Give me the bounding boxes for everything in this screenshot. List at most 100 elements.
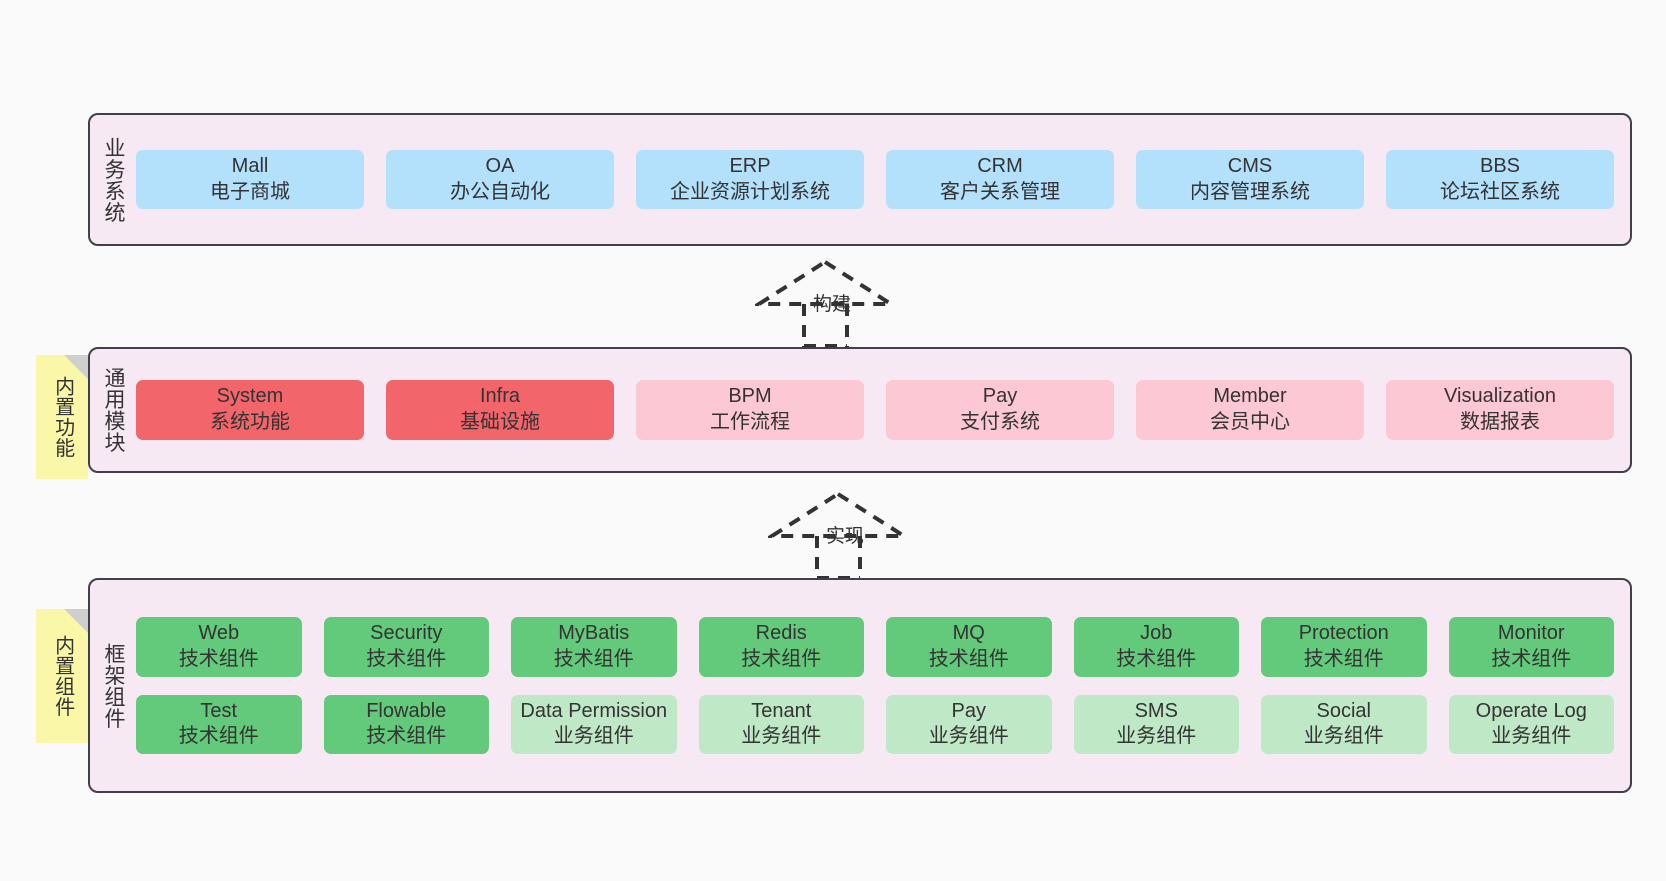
module-box-member[interactable]: Member 会员中心	[1136, 380, 1364, 440]
component-subtitle: 业务组件	[553, 725, 634, 748]
component-box-web[interactable]: Web 技术组件	[136, 617, 302, 677]
module-name: Pay	[982, 385, 1018, 408]
module-subtitle: 会员中心	[1210, 411, 1290, 433]
layer-common-modules: 通用模块 System 系统功能 Infra 基础设施 BPM 工作流程 Pay…	[88, 347, 1632, 473]
layer-row: Web 技术组件 Security 技术组件 MyBatis 技术组件 Redi…	[136, 617, 1614, 677]
module-name: System	[216, 385, 284, 408]
module-box-bpm[interactable]: BPM 工作流程	[636, 380, 864, 440]
module-box-mall[interactable]: Mall 电子商城	[136, 149, 364, 210]
component-box-protection[interactable]: Protection 技术组件	[1261, 617, 1427, 677]
component-subtitle: 技术组件	[553, 647, 634, 670]
component-name: Data Permission	[520, 699, 668, 722]
module-box-pay[interactable]: Pay 支付系统	[886, 380, 1114, 440]
component-name: Operate Log	[1475, 699, 1587, 722]
component-subtitle: 技术组件	[741, 647, 822, 670]
module-name: OA	[485, 154, 515, 177]
layer-row: System 系统功能 Infra 基础设施 BPM 工作流程 Pay 支付系统…	[136, 380, 1614, 440]
note-fold-corner-icon	[64, 355, 88, 379]
connector-build-arrow	[755, 259, 898, 348]
component-box-redis[interactable]: Redis 技术组件	[698, 617, 864, 677]
component-subtitle: 业务组件	[1491, 725, 1572, 748]
module-subtitle: 内容管理系统	[1190, 180, 1310, 203]
component-name: MyBatis	[558, 622, 630, 645]
component-name: Test	[200, 699, 238, 722]
component-box-security[interactable]: Security 技术组件	[323, 617, 489, 677]
component-subtitle: 技术组件	[928, 647, 1009, 670]
module-name: Member	[1213, 385, 1287, 408]
component-name: Web	[198, 622, 240, 645]
component-box-monitor[interactable]: Monitor 技术组件	[1448, 617, 1614, 677]
layer-body-business-systems: Mall 电子商城 OA 办公自动化 ERP 企业资源计划系统 CRM 客户关系…	[136, 115, 1630, 244]
layer-title-framework-components: 框架组件	[101, 642, 125, 729]
module-box-cms[interactable]: CMS 内容管理系统	[1136, 149, 1364, 210]
module-box-infra[interactable]: Infra 基础设施	[386, 380, 614, 440]
module-subtitle: 电子商城	[210, 180, 290, 203]
module-subtitle: 工作流程	[710, 411, 790, 433]
component-name: Redis	[755, 622, 807, 645]
layer-body-framework-components: Web 技术组件 Security 技术组件 MyBatis 技术组件 Redi…	[136, 580, 1630, 791]
component-name: Job	[1140, 622, 1173, 645]
note-label: 内置组件	[51, 635, 74, 717]
component-name: Flowable	[366, 699, 447, 722]
component-subtitle: 技术组件	[178, 647, 259, 670]
component-box-pay[interactable]: Pay 业务组件	[886, 694, 1052, 754]
component-subtitle: 技术组件	[366, 647, 447, 670]
component-subtitle: 技术组件	[1491, 647, 1572, 670]
component-box-test[interactable]: Test 技术组件	[136, 694, 302, 754]
module-box-erp[interactable]: ERP 企业资源计划系统	[636, 149, 864, 210]
module-box-system[interactable]: System 系统功能	[136, 380, 364, 440]
component-subtitle: 技术组件	[366, 725, 447, 748]
module-name: CMS	[1227, 154, 1273, 177]
component-name: Security	[370, 622, 443, 645]
component-name: SMS	[1134, 699, 1178, 722]
component-name: Monitor	[1497, 622, 1565, 645]
module-name: CRM	[977, 154, 1023, 177]
component-box-social[interactable]: Social 业务组件	[1261, 694, 1427, 754]
module-box-oa[interactable]: OA 办公自动化	[386, 149, 614, 210]
component-name: MQ	[952, 622, 985, 645]
layer-row: Mall 电子商城 OA 办公自动化 ERP 企业资源计划系统 CRM 客户关系…	[136, 149, 1614, 210]
module-subtitle: 办公自动化	[450, 180, 550, 203]
module-subtitle: 客户关系管理	[940, 180, 1060, 203]
connector-build: 构建	[755, 258, 905, 348]
module-box-bbs[interactable]: BBS 论坛社区系统	[1386, 149, 1614, 210]
module-name: Mall	[231, 154, 269, 177]
layer-framework-components: 框架组件 Web 技术组件 Security 技术组件 MyBatis 技术组件…	[88, 578, 1632, 793]
component-box-data-permission[interactable]: Data Permission 业务组件	[511, 694, 677, 754]
module-box-visualization[interactable]: Visualization 数据报表	[1386, 380, 1614, 440]
component-name: Tenant	[751, 699, 812, 722]
component-name: Social	[1316, 699, 1371, 722]
module-subtitle: 基础设施	[460, 411, 540, 433]
component-box-operate-log[interactable]: Operate Log 业务组件	[1448, 694, 1614, 754]
component-subtitle: 技术组件	[178, 725, 259, 748]
module-name: BBS	[1479, 154, 1521, 177]
component-box-flowable[interactable]: Flowable 技术组件	[323, 694, 489, 754]
component-box-mq[interactable]: MQ 技术组件	[886, 617, 1052, 677]
connector-build-label: 构建	[813, 294, 852, 315]
module-name: ERP	[729, 154, 771, 177]
component-box-tenant[interactable]: Tenant 业务组件	[698, 694, 864, 754]
component-name: Protection	[1298, 622, 1389, 645]
note-builtin-components: 内置组件	[36, 609, 88, 743]
module-name: Infra	[479, 385, 521, 408]
note-fold-corner-icon	[64, 609, 88, 633]
component-subtitle: 业务组件	[1116, 725, 1197, 748]
module-subtitle: 数据报表	[1460, 411, 1540, 433]
component-box-job[interactable]: Job 技术组件	[1073, 617, 1239, 677]
module-box-crm[interactable]: CRM 客户关系管理	[886, 149, 1114, 210]
layer-business-systems: 业务系统 Mall 电子商城 OA 办公自动化 ERP 企业资源计划系统 CRM…	[88, 113, 1632, 246]
connector-implement: 实现	[768, 490, 918, 580]
layer-title-business-systems: 业务系统	[101, 136, 125, 223]
component-box-sms[interactable]: SMS 业务组件	[1073, 694, 1239, 754]
component-subtitle: 技术组件	[1116, 647, 1197, 670]
note-builtin-features: 内置功能	[36, 355, 88, 479]
module-subtitle: 企业资源计划系统	[670, 180, 830, 203]
component-subtitle: 业务组件	[741, 725, 822, 748]
component-box-mybatis[interactable]: MyBatis 技术组件	[511, 617, 677, 677]
module-name: Visualization	[1444, 385, 1556, 408]
module-subtitle: 论坛社区系统	[1440, 180, 1560, 203]
module-name: BPM	[728, 385, 772, 408]
note-label: 内置功能	[51, 376, 74, 458]
component-name: Pay	[951, 699, 986, 722]
